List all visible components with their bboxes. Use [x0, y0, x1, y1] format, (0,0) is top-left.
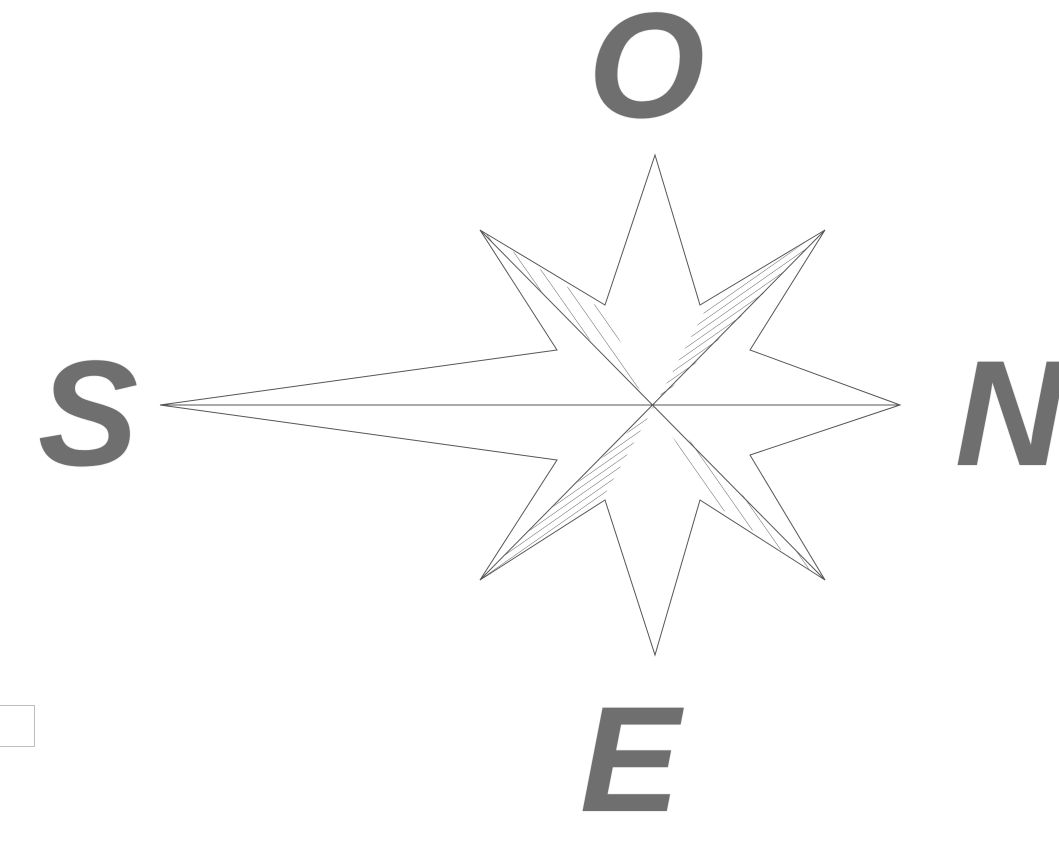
compass-rose [0, 0, 1059, 805]
south-label: E [580, 684, 680, 834]
east-label: N [955, 338, 1059, 488]
corner-box [0, 705, 35, 747]
compass-rose-canvas [0, 0, 1059, 805]
west-label: S [38, 338, 138, 488]
north-label: O [588, 0, 705, 140]
